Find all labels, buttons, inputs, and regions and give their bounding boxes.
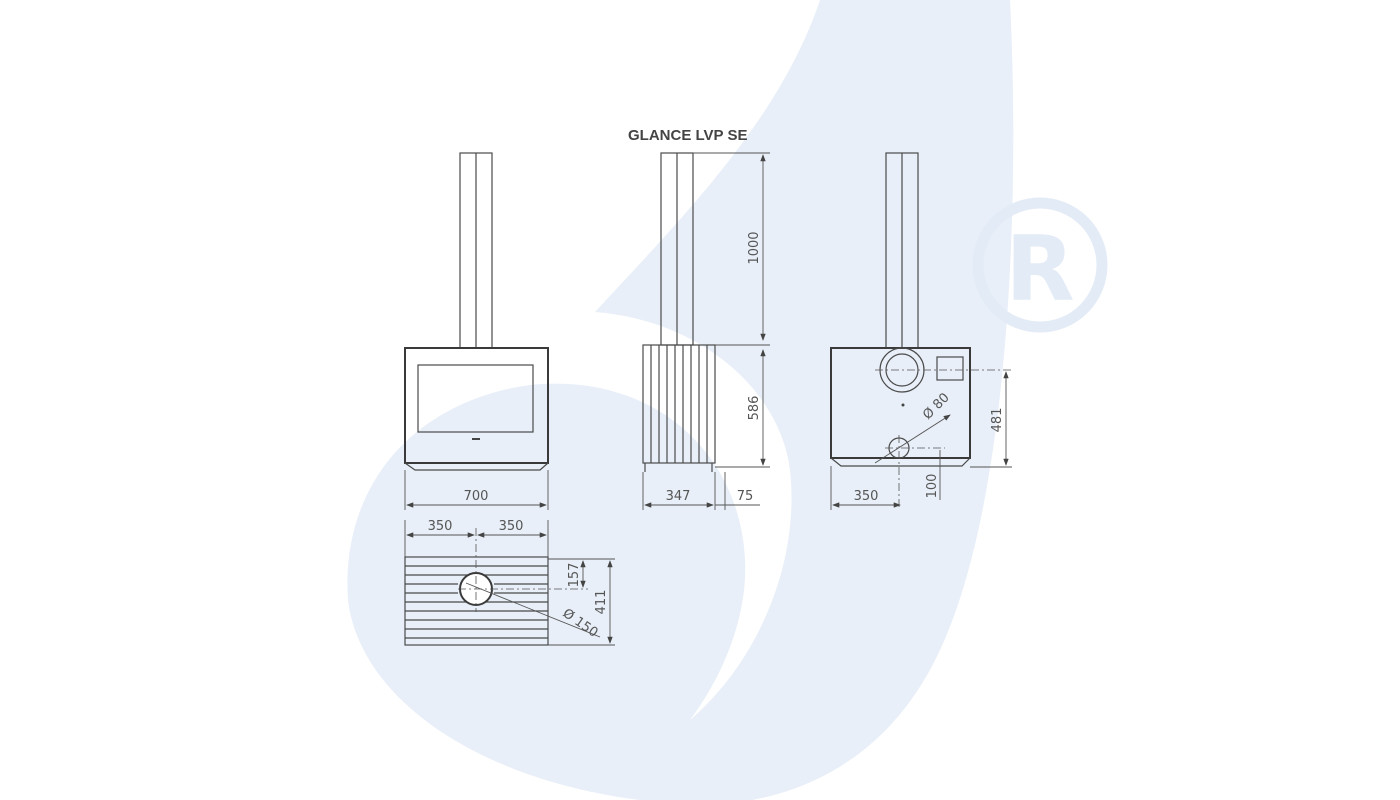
dim-outlet-height: 481 <box>990 408 1005 433</box>
front-view: 700 <box>404 152 549 510</box>
watermark-logo: R <box>347 0 1108 800</box>
dim-top-depth: 411 <box>594 590 609 615</box>
dim-front-width: 700 <box>464 489 489 504</box>
dim-air-inlet-height: 100 <box>925 474 940 499</box>
dim-top-right-half: 350 <box>499 519 524 534</box>
registered-mark-letter: R <box>1005 217 1074 322</box>
dim-outlet-from-back: 157 <box>567 563 582 588</box>
dim-chimney-height: 1000 <box>747 231 762 264</box>
side-view: 1000 586 347 75 <box>642 152 770 510</box>
dim-top-left-half: 350 <box>428 519 453 534</box>
registered-mark-icon <box>972 197 1108 333</box>
dim-outlet-offset: 350 <box>854 489 879 504</box>
dim-side-offset: 75 <box>737 489 754 504</box>
dim-side-depth: 347 <box>666 489 691 504</box>
drawing-title: GLANCE LVP SE <box>628 127 747 144</box>
dim-body-height: 586 <box>747 396 762 421</box>
